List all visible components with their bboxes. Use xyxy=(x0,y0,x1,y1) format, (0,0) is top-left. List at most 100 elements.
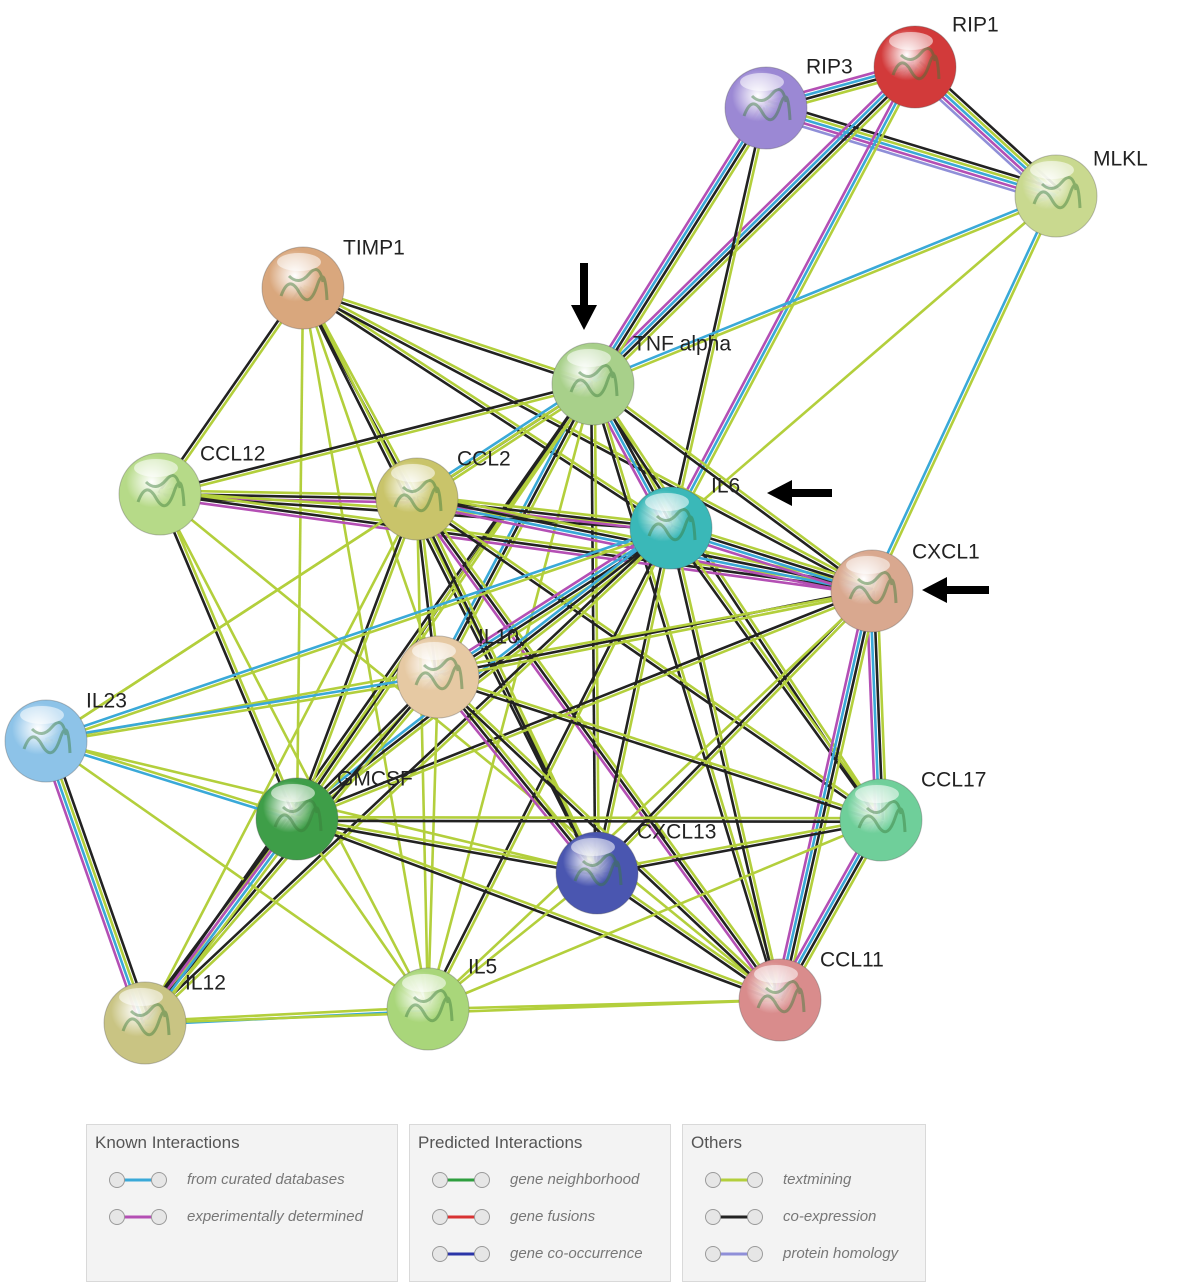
edge-CCL12-CCL11 xyxy=(159,492,781,1002)
node-ccl17[interactable]: CCL17 xyxy=(839,769,986,862)
node-il23[interactable]: IL23 xyxy=(4,690,127,783)
node-mlkl[interactable]: MLKL xyxy=(1014,148,1148,238)
node-highlight xyxy=(740,73,784,91)
edge-line-curated xyxy=(145,819,300,1025)
gene-neighborhood-line-icon xyxy=(432,1171,490,1188)
node-label: IL23 xyxy=(86,690,127,713)
node-cxcl13[interactable]: CXCL13 xyxy=(555,821,716,915)
edge-line-textmining xyxy=(596,110,772,388)
edge-line-coexpression xyxy=(667,107,766,528)
node-ccl11[interactable]: CCL11 xyxy=(738,949,884,1042)
node-il10[interactable]: IL10 xyxy=(396,626,519,719)
legend-item-label: gene co-occurrence xyxy=(510,1245,643,1262)
legend-item: textmining xyxy=(691,1161,917,1198)
edge-line-textmining xyxy=(417,496,883,820)
edge-line-textmining xyxy=(148,821,303,1028)
edge-line-textmining xyxy=(427,590,873,1010)
edge-GMCSF-CCL17 xyxy=(296,815,882,824)
node-label: CXCL1 xyxy=(912,541,980,564)
edge-line-textmining xyxy=(427,998,781,1011)
network-edges xyxy=(39,60,1062,1028)
legend-item-label: experimentally determined xyxy=(187,1208,363,1225)
node-ccl12[interactable]: CCL12 xyxy=(118,443,265,536)
experimental-line-icon xyxy=(109,1208,167,1225)
edge-GMCSF-IL12 xyxy=(139,814,303,1028)
edge-IL23-IL5 xyxy=(45,739,429,1011)
edge-line-coexpression xyxy=(415,499,881,823)
edge-line-textmining xyxy=(418,496,784,999)
edge-line-coexpression xyxy=(436,383,595,678)
node-highlight xyxy=(754,965,798,983)
pointer-arrows xyxy=(571,263,989,603)
node-il12[interactable]: IL12 xyxy=(103,972,226,1065)
edge-line-coexpression xyxy=(767,99,1059,191)
edge-line-textmining xyxy=(45,739,429,1011)
legend-node-icon xyxy=(747,1245,763,1262)
edge-CCL12-GMCSF xyxy=(157,492,300,821)
gene-co-occurrence-line-icon xyxy=(432,1245,490,1262)
edge-CXCL1-CCL11 xyxy=(773,589,879,1002)
edge-RIP1-TNF xyxy=(588,62,920,389)
edge-line-textmining xyxy=(303,285,594,384)
node-label: TIMP1 xyxy=(343,237,405,260)
arrow-down-icon xyxy=(571,263,597,330)
edge-line-textmining xyxy=(427,818,882,1011)
edge-line-textmining xyxy=(593,381,874,591)
node-ccl2[interactable]: CCL2 xyxy=(375,448,511,541)
edge-IL6-CCL11 xyxy=(667,527,784,1001)
protein-structure-icon xyxy=(848,571,898,605)
edge-line-textmining xyxy=(303,285,874,591)
node-il5[interactable]: IL5 xyxy=(386,956,497,1051)
edge-line-experimental xyxy=(413,500,779,1003)
edge-line-textmining xyxy=(303,285,673,528)
edge-line-coexpression xyxy=(437,677,881,823)
protein-structure-icon xyxy=(647,508,697,542)
protein-structure-icon xyxy=(573,853,623,887)
legend-node-icon xyxy=(705,1245,721,1262)
protein-structure-icon xyxy=(1032,176,1082,210)
node-il6[interactable]: IL6 xyxy=(629,475,740,570)
legend-node-icon xyxy=(432,1171,448,1188)
node-rip1[interactable]: RIP1 xyxy=(873,14,999,109)
edge-line-experimental xyxy=(434,522,669,674)
node-label: CCL2 xyxy=(457,448,511,471)
edge-MLKL-CXCL1 xyxy=(869,194,1059,593)
edge-CCL2-IL23 xyxy=(45,497,418,743)
edge-TIMP1-CXCL1 xyxy=(301,285,874,594)
node-highlight xyxy=(855,785,899,803)
edge-line-textmining xyxy=(160,489,873,589)
edge-CCL2-GMCSF xyxy=(294,497,420,821)
edge-line-textmining xyxy=(596,816,881,873)
legend-node-icon xyxy=(747,1208,763,1225)
edge-line-curated xyxy=(44,525,671,741)
edge-line-textmining xyxy=(595,69,920,389)
node-gmcsf[interactable]: GMCSF xyxy=(255,768,413,861)
edge-line-textmining xyxy=(593,383,601,873)
edge-CCL2-IL12 xyxy=(143,498,419,1024)
node-timp1[interactable]: TIMP1 xyxy=(261,237,405,330)
edge-line-experimental xyxy=(159,496,872,596)
edge-line-textmining xyxy=(160,384,594,498)
edge-MLKL-IL6 xyxy=(670,195,1057,529)
edge-TIMP1-IL5 xyxy=(301,287,430,1010)
protein-structure-icon xyxy=(857,800,907,834)
node-label: IL12 xyxy=(185,972,226,995)
node-rip3[interactable]: RIP3 xyxy=(724,56,853,150)
legend-item-label: from curated databases xyxy=(187,1171,345,1188)
edge-CCL2-IL5 xyxy=(415,498,430,1010)
edge-line-experimental xyxy=(142,817,297,1023)
edge-line-textmining xyxy=(159,492,781,1002)
node-label: CCL17 xyxy=(921,769,986,792)
edge-line-coexpression xyxy=(294,497,417,819)
node-tnf[interactable]: TNF alpha xyxy=(551,333,731,426)
edge-line-experimental xyxy=(434,678,596,877)
node-cxcl1[interactable]: CXCL1 xyxy=(830,541,980,633)
legend-node-icon xyxy=(705,1208,721,1225)
protein-structure-icon xyxy=(121,1003,171,1037)
edge-IL10-IL23 xyxy=(45,673,439,745)
edge-line-textmining xyxy=(297,815,882,820)
edge-CCL17-IL5 xyxy=(427,818,882,1011)
protein-structure-icon xyxy=(22,721,72,755)
legend-node-icon xyxy=(151,1171,167,1188)
legend-title: Known Interactions xyxy=(95,1133,240,1152)
